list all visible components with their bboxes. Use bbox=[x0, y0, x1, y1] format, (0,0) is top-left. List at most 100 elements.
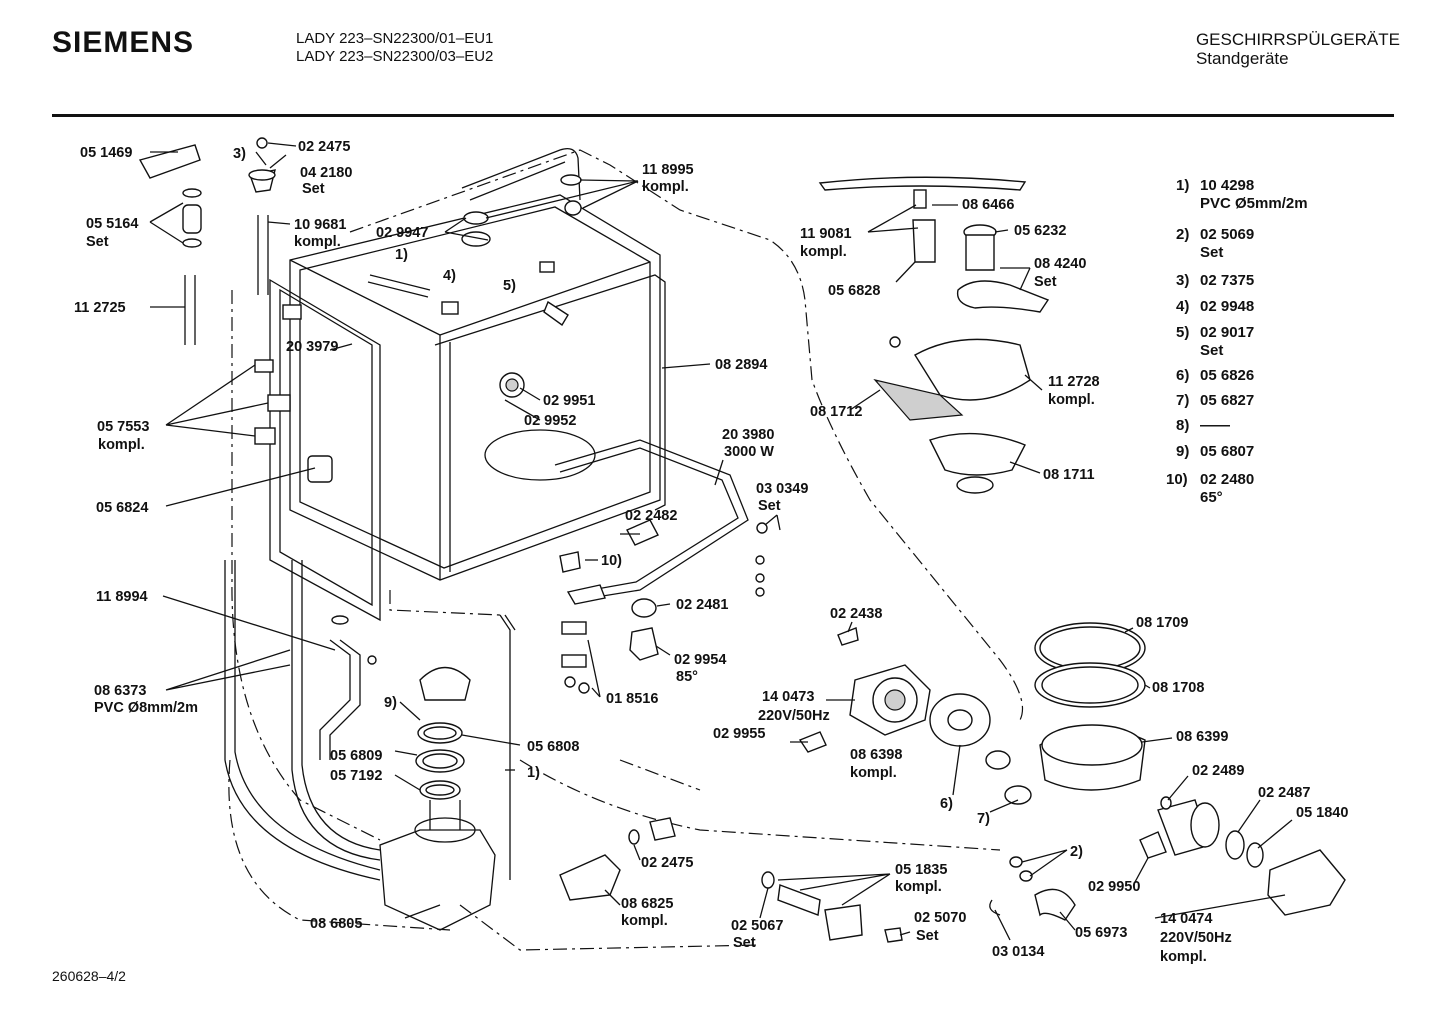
category-title: GESCHIRRSPÜLGERÄTE bbox=[1195, 30, 1400, 49]
legend-part-4: 02 9948 bbox=[1200, 298, 1254, 315]
brand-logo: SIEMENS bbox=[52, 26, 195, 59]
callout-025067: 02 5067 bbox=[731, 918, 783, 934]
callout-030349: 03 0349 bbox=[756, 481, 808, 497]
callout-labels: 05 1469 02 2475 3) 04 2180 Set 05 5164 S… bbox=[74, 139, 1348, 965]
legend-note-2: Set bbox=[1200, 244, 1223, 261]
callout-057553: 05 7553 bbox=[97, 419, 149, 435]
callout-112728-kompl: kompl. bbox=[1048, 392, 1095, 408]
callout-ref-1-top: 1) bbox=[395, 247, 408, 263]
model-line-2: LADY 223–SN22300/03–EU2 bbox=[296, 48, 494, 65]
callout-055164-set: Set bbox=[86, 234, 109, 250]
callout-029954-temp: 85° bbox=[676, 669, 698, 685]
callout-030134: 03 0134 bbox=[992, 944, 1044, 960]
legend-part-7: 05 6827 bbox=[1200, 392, 1254, 409]
callout-119081: 11 9081 bbox=[800, 226, 852, 242]
legend-key-6: 6) bbox=[1176, 367, 1189, 384]
callout-055164: 05 5164 bbox=[86, 216, 138, 232]
callout-056973: 05 6973 bbox=[1075, 925, 1127, 941]
model-designation: LADY 223–SN22300/01–EU1 LADY 223–SN22300… bbox=[296, 30, 493, 66]
legend-part-2: 02 5069 bbox=[1200, 226, 1254, 243]
callout-022489: 02 2489 bbox=[1192, 763, 1244, 779]
callout-ref-7: 7) bbox=[977, 811, 990, 827]
callout-029947: 02 9947 bbox=[376, 225, 428, 241]
callout-203979: 20 3979 bbox=[286, 339, 338, 355]
callout-022487: 02 2487 bbox=[1258, 785, 1310, 801]
callout-109681-kompl: kompl. bbox=[294, 234, 341, 250]
callout-086373: 08 6373 bbox=[94, 683, 146, 699]
callout-030349-set: Set bbox=[758, 498, 781, 514]
callout-051835: 05 1835 bbox=[895, 862, 947, 878]
callout-ref-2: 2) bbox=[1070, 844, 1083, 860]
callout-082894: 08 2894 bbox=[715, 357, 767, 373]
legend-part-10: 02 2480 bbox=[1200, 471, 1254, 488]
legend-part-9: 05 6807 bbox=[1200, 443, 1254, 460]
legend-key-8: 8) bbox=[1176, 417, 1189, 434]
callout-109681: 10 9681 bbox=[294, 217, 346, 233]
legend-key-3: 3) bbox=[1176, 272, 1189, 289]
legend-part-3: 02 7375 bbox=[1200, 272, 1254, 289]
appliance-category: GESCHIRRSPÜLGERÄTE Standgeräte bbox=[1196, 30, 1400, 68]
callout-022482: 02 2482 bbox=[625, 508, 677, 524]
callout-086373-pvc: PVC Ø8mm/2m bbox=[94, 700, 198, 716]
callout-081712: 08 1712 bbox=[810, 404, 862, 420]
legend-part-1: 10 4298 bbox=[1200, 177, 1254, 194]
callout-ref-4: 4) bbox=[443, 268, 456, 284]
callout-ref-1-bottom: 1) bbox=[527, 765, 540, 781]
callout-081709: 08 1709 bbox=[1136, 615, 1188, 631]
callout-086825-kompl: kompl. bbox=[621, 913, 668, 929]
legend-key-2: 2) bbox=[1176, 226, 1189, 243]
legend-note-10: 65° bbox=[1200, 489, 1223, 506]
callout-051835-kompl: kompl. bbox=[895, 879, 942, 895]
callout-140473-volt: 220V/50Hz bbox=[758, 708, 830, 724]
legend-part-6: 05 6826 bbox=[1200, 367, 1254, 384]
callout-140474-kompl: kompl. bbox=[1160, 949, 1207, 965]
legend-key-10: 10) bbox=[1166, 471, 1188, 488]
model-line-1: LADY 223–SN22300/01–EU1 bbox=[296, 30, 494, 47]
callout-118994: 11 8994 bbox=[96, 589, 148, 605]
callout-022481: 02 2481 bbox=[676, 597, 728, 613]
callout-056824: 05 6824 bbox=[96, 500, 148, 516]
callout-081711: 08 1711 bbox=[1043, 467, 1095, 483]
callout-119081-kompl: kompl. bbox=[800, 244, 847, 260]
callout-118995-kompl: kompl. bbox=[642, 179, 689, 195]
callout-086825: 08 6825 bbox=[621, 896, 673, 912]
callout-042180: 04 2180 bbox=[300, 165, 352, 181]
callout-051840: 05 1840 bbox=[1296, 805, 1348, 821]
legend-note-1: PVC Ø5mm/2m bbox=[1200, 195, 1308, 212]
callout-029951: 02 9951 bbox=[543, 393, 595, 409]
callout-084240: 08 4240 bbox=[1034, 256, 1086, 272]
leader-lines bbox=[149, 142, 1293, 941]
callout-022475-bottom: 02 2475 bbox=[641, 855, 693, 871]
callout-ref-5: 5) bbox=[503, 278, 516, 294]
callout-084240-set: Set bbox=[1034, 274, 1057, 290]
legend-key-5: 5) bbox=[1176, 324, 1189, 341]
callout-025067-set: Set bbox=[733, 935, 756, 951]
legend-part-5: 02 9017 bbox=[1200, 324, 1254, 341]
callout-029950: 02 9950 bbox=[1088, 879, 1140, 895]
footnote-legend: 1) 10 4298 PVC Ø5mm/2m 2) 02 5069 Set 3)… bbox=[1166, 177, 1308, 506]
category-subtitle: Standgeräte bbox=[1195, 49, 1289, 68]
callout-086399: 08 6399 bbox=[1176, 729, 1228, 745]
callout-022475-top: 02 2475 bbox=[298, 139, 350, 155]
header-divider bbox=[52, 114, 1394, 117]
callout-086398: 08 6398 bbox=[850, 747, 902, 763]
callout-086398-kompl: kompl. bbox=[850, 765, 897, 781]
callout-025070-set: Set bbox=[916, 928, 939, 944]
callout-029954: 02 9954 bbox=[674, 652, 726, 668]
callout-057553-kompl: kompl. bbox=[98, 437, 145, 453]
callout-ref-3: 3) bbox=[233, 146, 246, 162]
callout-140473: 14 0473 bbox=[762, 689, 814, 705]
callout-029952: 02 9952 bbox=[524, 413, 576, 429]
callout-086466: 08 6466 bbox=[962, 197, 1014, 213]
callout-042180-set: Set bbox=[302, 181, 325, 197]
callout-112728: 11 2728 bbox=[1048, 374, 1100, 390]
callout-056808: 05 6808 bbox=[527, 739, 579, 755]
callout-ref-10: 10) bbox=[601, 553, 622, 569]
drawing-number: 260628–4/2 bbox=[52, 968, 126, 984]
legend-key-4: 4) bbox=[1176, 298, 1189, 315]
callout-112725: 11 2725 bbox=[74, 300, 126, 316]
callout-022438: 02 2438 bbox=[830, 606, 882, 622]
component-shapes bbox=[138, 137, 1346, 943]
callout-203980-watt: 3000 W bbox=[724, 444, 774, 460]
